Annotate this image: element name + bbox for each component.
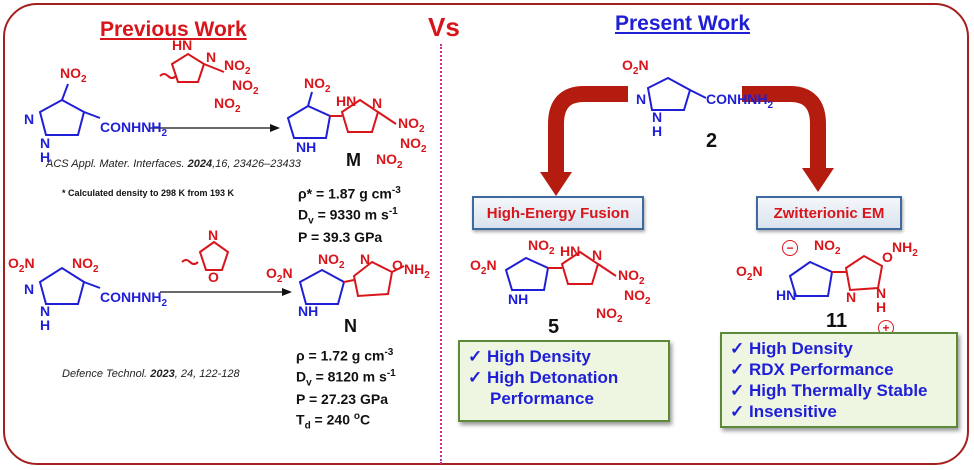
c2-n: N: [636, 91, 647, 107]
mol-b-side: CONHNH2: [100, 289, 168, 309]
m5-hn: HN: [560, 243, 581, 259]
c2-side: CONHNH2: [706, 91, 774, 111]
box-compound-11: ✓ High Density ✓ RDX Performance ✓ High …: [720, 332, 958, 428]
mol-a-n: N: [24, 111, 35, 127]
m11-nh2: NH2: [892, 239, 918, 259]
center-divider: [440, 44, 442, 464]
n-o2n: O2N: [266, 265, 293, 285]
mol-a-side: CONHNH2: [100, 119, 168, 139]
density-footnote: * Calculated density to 298 K from 193 K: [62, 188, 235, 198]
tag-high-energy-fusion: High-Energy Fusion: [472, 196, 644, 230]
box11-line-3: ✓ High Thermally Stable: [730, 381, 928, 400]
box5-line-1: ✓ High Density: [468, 347, 591, 366]
n-no2: NO2: [318, 251, 345, 271]
box11-line-2: ✓ RDX Performance: [730, 360, 894, 379]
reagent1-n: N: [206, 49, 217, 65]
ref1: ACS Appl. Mater. Interfaces. 2024,16, 23…: [46, 158, 301, 170]
c2-o2n: O2N: [622, 57, 649, 77]
props-n: ρ = 1.72 g cm-3 Dv = 8120 m s-1 P = 27.2…: [296, 347, 396, 432]
m-hn: HN: [336, 93, 357, 109]
m5-no2-a: NO2: [618, 267, 645, 287]
n-n: N: [360, 251, 371, 267]
m5-no2: NO2: [528, 237, 555, 257]
mol-b-n: N: [24, 281, 35, 297]
m11-o: O: [882, 249, 893, 265]
reagent2-o: O: [208, 269, 219, 285]
reagent1-no2-c: NO2: [214, 95, 241, 115]
m11-n: N: [846, 289, 857, 305]
present-work-heading: Present Work: [615, 12, 750, 35]
m5-nh: NH: [508, 291, 529, 307]
box11-line-4: ✓ Insensitive: [730, 402, 837, 421]
box11-line-1: ✓ High Density: [730, 339, 853, 358]
label-11: 11: [826, 310, 848, 332]
props-m: ρ* = 1.87 g cm-3 Dv = 9330 m s-1 P = 39.…: [298, 185, 401, 246]
n-hn: NH: [298, 303, 319, 319]
m-no2-a: NO2: [398, 115, 425, 135]
mol-b-o2n: O2N: [8, 255, 35, 275]
m-nh: NH: [296, 139, 317, 155]
n-nh2: NH2: [404, 261, 430, 281]
m-n: N: [372, 95, 383, 111]
mol-b-no2: NO2: [72, 255, 99, 275]
box-compound-5: ✓ High Density ✓ High Detonation Perform…: [458, 340, 670, 422]
box5-line-3: Performance: [490, 389, 594, 408]
n-o: O: [392, 257, 403, 273]
m5-n: N: [592, 247, 603, 263]
reagent2-n: N: [208, 227, 219, 243]
reagent1-no2-b: NO2: [232, 77, 259, 97]
label-m: M: [346, 150, 361, 170]
reagent1-hn: HN: [172, 37, 193, 53]
m5-no2-c: NO2: [596, 305, 623, 325]
box5-line-2: ✓ High Detonation: [468, 368, 619, 387]
label-2: 2: [706, 130, 718, 152]
label-n: N: [344, 316, 357, 336]
mol-a-no2: NO2: [60, 65, 87, 85]
label-5: 5: [548, 316, 560, 338]
m5-o2n: O2N: [470, 257, 497, 277]
m-no2-c: NO2: [376, 151, 403, 171]
outer-frame: [3, 3, 969, 465]
vs-label: Vs: [428, 12, 460, 42]
m11-no2: NO2: [814, 237, 841, 257]
tag-zwitterionic-em: Zwitterionic EM: [756, 196, 902, 230]
reagent1-no2-a: NO2: [224, 57, 251, 77]
m11-hn: HN: [776, 287, 797, 303]
m5-no2-b: NO2: [624, 287, 651, 307]
previous-work-heading: Previous Work: [100, 18, 247, 41]
ref2: Defence Technol. 2023, 24, 122-128: [62, 368, 240, 380]
m11-o2n: O2N: [736, 263, 763, 283]
m11-minus-charge: −: [782, 240, 798, 256]
m-no2-b: NO2: [400, 135, 427, 155]
m-no2: NO2: [304, 75, 331, 95]
